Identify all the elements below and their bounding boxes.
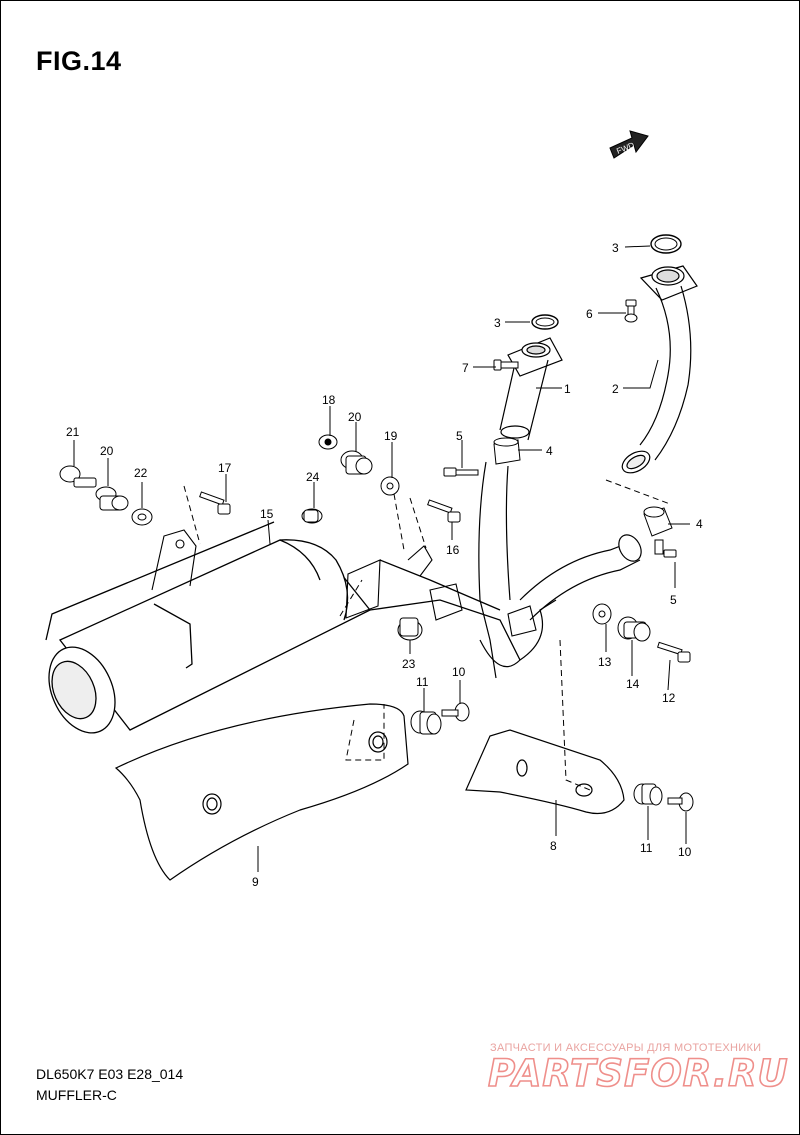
- grommet-14: [617, 616, 651, 642]
- callout-17: 17: [218, 461, 232, 475]
- exhaust-pipe-front: [499, 337, 563, 441]
- model-code: DL650K7 E03 E28_014: [36, 1066, 184, 1082]
- watermark-tagline: ЗАПЧАСТИ И АКСЕССУАРЫ ДЛЯ МОТОТЕХНИКИ: [490, 1042, 762, 1054]
- callout-12: 12: [662, 691, 676, 705]
- callout-5-right: 5: [670, 593, 677, 607]
- connector-4-right: [643, 506, 673, 537]
- washer-19: [380, 476, 400, 496]
- callout-23: 23: [402, 657, 416, 671]
- heat-shield-9: [114, 703, 409, 881]
- grommet-24: [301, 508, 323, 524]
- figure-subtitle: MUFFLER-C: [36, 1087, 117, 1103]
- bolt-10-lower: [667, 792, 694, 812]
- callout-14: 14: [626, 677, 640, 691]
- callout-10-upper: 10: [452, 665, 466, 679]
- bolt-5-right: [654, 539, 677, 558]
- callout-7: 7: [462, 361, 469, 375]
- exhaust-pipe-rear: [621, 265, 698, 474]
- callout-1: 1: [564, 382, 571, 396]
- callouts: 3 6 2 3 7 1 4 4 5 5 16 18 20 19 24 17 15…: [66, 241, 703, 889]
- callout-11-lower: 11: [640, 841, 653, 855]
- callout-20-right: 20: [348, 410, 362, 424]
- gasket-3-lower: [531, 314, 559, 330]
- figure-title: FIG.14: [36, 46, 122, 76]
- callout-20-left: 20: [100, 444, 114, 458]
- fwd-arrow-icon: FWD: [609, 130, 649, 159]
- callout-10-lower: 10: [678, 845, 692, 859]
- muffler-body: [45, 521, 521, 734]
- bolt-12: [657, 641, 691, 663]
- leader-lines: [73, 245, 690, 872]
- washer-13: [592, 603, 612, 625]
- grommet-23: [397, 617, 423, 641]
- bolt-5-left: [443, 467, 479, 477]
- callout-3-upper: 3: [612, 241, 619, 255]
- fwd-arrow-text: FWD: [615, 141, 635, 156]
- callout-8: 8: [550, 839, 557, 853]
- joint-pipe: [478, 461, 642, 679]
- callout-24: 24: [306, 470, 320, 484]
- washer-22: [131, 508, 153, 526]
- grommet-11-upper: [410, 710, 442, 735]
- grommet-11-lower: [633, 783, 663, 806]
- callout-18: 18: [322, 393, 336, 407]
- bolt-6: [624, 299, 638, 323]
- callout-5-left: 5: [456, 429, 463, 443]
- callout-16: 16: [446, 543, 460, 557]
- grommet-20-right: [340, 450, 373, 475]
- bolt-10-upper: [441, 702, 470, 722]
- callout-6: 6: [586, 307, 593, 321]
- bolt-17: [199, 491, 231, 515]
- heat-shield-8: [465, 729, 625, 815]
- callout-15: 15: [260, 507, 274, 521]
- muffler-bracket: [151, 529, 537, 637]
- assembly-lines: [183, 479, 671, 791]
- bolt-7: [493, 359, 519, 371]
- callout-13: 13: [598, 655, 612, 669]
- callout-19: 19: [384, 429, 398, 443]
- grommet-20-left: [95, 486, 129, 511]
- callout-22: 22: [134, 466, 148, 480]
- bolt-21: [59, 465, 97, 488]
- callout-4-left: 4: [546, 444, 553, 458]
- callout-9: 9: [252, 875, 259, 889]
- watermark-logo: PARTSFOR.RU: [487, 1051, 789, 1096]
- callout-4-right: 4: [696, 517, 703, 531]
- callout-21: 21: [66, 425, 80, 439]
- nut-18: [318, 434, 338, 450]
- gasket-3-upper: [650, 234, 682, 254]
- bolt-16: [427, 499, 461, 523]
- callout-11-upper: 11: [416, 675, 429, 689]
- callout-3-lower: 3: [494, 316, 501, 330]
- connector-4-left: [493, 437, 521, 465]
- callout-2: 2: [612, 382, 619, 396]
